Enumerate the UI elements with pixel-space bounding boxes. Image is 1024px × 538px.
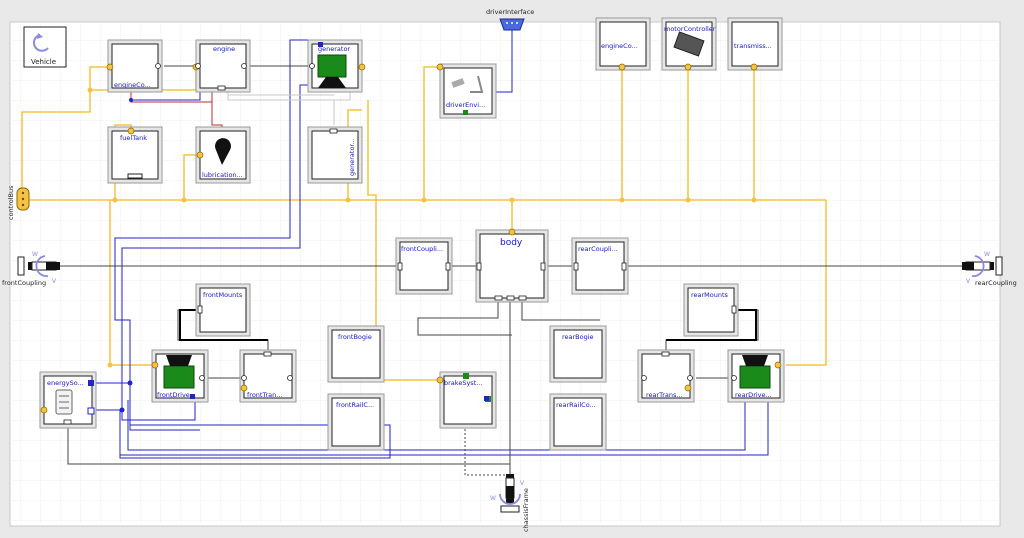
- control-bus-label: controlBus: [7, 185, 15, 220]
- front-bogie-label: frontBogie: [338, 333, 372, 341]
- rear-rail-block[interactable]: rearRailCo...: [549, 393, 607, 451]
- body-block[interactable]: body: [475, 229, 549, 303]
- front-drive-label: frontDrive...: [157, 391, 196, 399]
- engine-co-top-label: engineCo...: [601, 42, 638, 50]
- generator-controller-label: generator...: [348, 138, 356, 176]
- chassis-frame-label: chassisFrame: [522, 488, 530, 532]
- front-coupling-connector[interactable]: W V frontCoupling: [2, 251, 60, 287]
- front-bogie-block[interactable]: frontBogie: [327, 325, 385, 383]
- front-mounts-block[interactable]: frontMounts: [195, 283, 251, 337]
- rear-coupling-label: rearCoupling: [975, 279, 1017, 287]
- front-rail-label: frontRailC...: [336, 401, 374, 409]
- transmission-top-block[interactable]: transmiss...: [727, 17, 783, 71]
- mech-ports: [63, 85, 737, 425]
- rear-bogie-label: rearBogie: [562, 333, 594, 341]
- generator-block[interactable]: generator: [307, 39, 363, 93]
- energy-source-label: energySo...: [47, 379, 84, 387]
- vehicle-label: Vehicle: [31, 58, 56, 66]
- front-mounts-label: frontMounts: [203, 291, 243, 299]
- front-coupling-label: frontCoupling: [2, 279, 46, 287]
- front-drive-block[interactable]: frontDrive...: [151, 349, 209, 403]
- motor-controller-block[interactable]: motorController: [661, 17, 717, 71]
- rear-coupling-v-label: V: [966, 278, 971, 285]
- driver-interface-label: driverInterface: [486, 8, 534, 16]
- electric-ports: [88, 42, 489, 401]
- driver-environment-label: driverEnvi...: [446, 101, 485, 109]
- fuel-tank-block[interactable]: fuelTank: [107, 126, 163, 184]
- rear-coupling-w-label: W: [984, 251, 990, 258]
- chassis-frame-connector[interactable]: W V chassisFrame: [490, 474, 530, 532]
- front-coupling-block-label: frontCoupli...: [401, 245, 443, 253]
- body-label: body: [500, 238, 523, 248]
- brake-system-label: brakeSyst...: [444, 379, 482, 387]
- rear-bogie-block[interactable]: rearBogie: [549, 325, 607, 383]
- control-bus-connector[interactable]: controlBus: [7, 185, 30, 220]
- front-transmission-block[interactable]: frontTran...: [239, 349, 297, 403]
- front-rail-block[interactable]: frontRailC...: [327, 393, 385, 451]
- lubrication-label: lubrication...: [202, 171, 243, 179]
- driver-interface-connector[interactable]: driverInterface: [486, 8, 534, 31]
- flange-ports: [155, 63, 737, 381]
- rear-coupling-connector[interactable]: W V rearCoupling: [962, 251, 1017, 287]
- fuel-tank-label: fuelTank: [120, 134, 147, 142]
- mech-thick-connections: [179, 309, 757, 341]
- bus-junctions: [87, 87, 757, 368]
- rear-drive-block[interactable]: rearDrive...: [727, 349, 785, 403]
- motor-controller-label: motorController: [664, 25, 716, 33]
- engine-co-top-block[interactable]: engineCo...: [595, 17, 651, 71]
- lubrication-block[interactable]: lubrication...: [195, 126, 251, 184]
- transmission-top-label: transmiss...: [734, 42, 772, 50]
- bus-ports[interactable]: [40, 63, 782, 414]
- rear-mounts-label: rearMounts: [691, 291, 729, 299]
- energy-source-block[interactable]: energySo...: [39, 371, 97, 429]
- rear-coupling-block-label: rearCoupli...: [578, 245, 618, 253]
- rear-coupling-block[interactable]: rearCoupli...: [571, 237, 629, 295]
- front-coupling-block[interactable]: frontCoupli...: [395, 237, 453, 295]
- chassis-frame-w-label: W: [490, 495, 496, 502]
- front-transmission-label: frontTran...: [247, 391, 282, 399]
- front-coupling-w-label: W: [32, 251, 38, 258]
- engine-block[interactable]: engine: [195, 39, 251, 93]
- rear-drive-label: rearDrive...: [735, 391, 772, 399]
- generator-controller-block[interactable]: generator...: [307, 126, 363, 184]
- generator-label: generator: [318, 45, 350, 53]
- electric-port-open: [87, 407, 95, 415]
- chassis-frame-v-label: V: [520, 480, 525, 487]
- driver-environment-block[interactable]: driverEnvi...: [439, 63, 497, 119]
- rear-rail-label: rearRailCo...: [556, 401, 596, 409]
- rear-transmission-label: rearTrans...: [646, 391, 683, 399]
- engine-controller-block[interactable]: engineCo...: [107, 39, 163, 93]
- vehicle-icon[interactable]: Vehicle: [23, 26, 67, 68]
- rear-transmission-block[interactable]: rearTrans...: [637, 349, 695, 403]
- blue-junctions: [119, 98, 133, 413]
- front-coupling-v-label: V: [52, 278, 57, 285]
- engine-label: engine: [213, 45, 235, 53]
- rear-mounts-block[interactable]: rearMounts: [683, 283, 739, 337]
- engine-controller-label: engineCo...: [114, 81, 151, 89]
